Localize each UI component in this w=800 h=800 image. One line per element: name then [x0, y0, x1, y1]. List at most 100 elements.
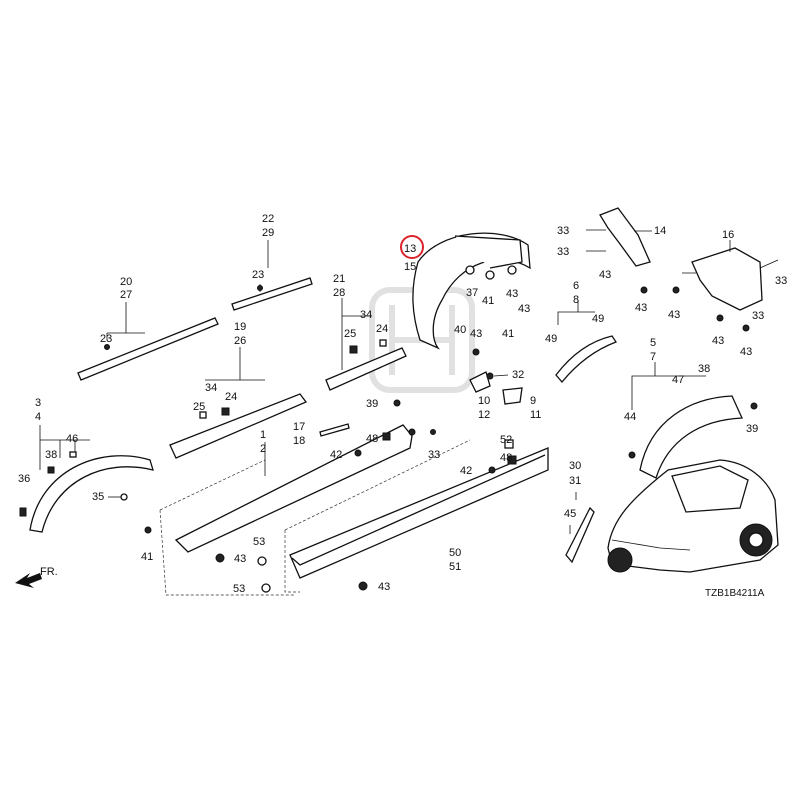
clip-39 — [393, 399, 401, 407]
callout-24a: 24 — [225, 391, 237, 403]
callout-14: 14 — [654, 225, 666, 237]
part-10-12-bracket[interactable] — [469, 371, 523, 405]
callout-19: 19 — [234, 321, 246, 333]
callout-34a: 34 — [205, 382, 217, 394]
callout-7: 7 — [650, 351, 656, 363]
callout-6: 6 — [573, 280, 579, 292]
callout-44: 44 — [624, 411, 636, 423]
callout-8: 8 — [573, 294, 579, 306]
front-arrow-label: FR. — [40, 566, 58, 578]
part-16-splash-guard-rear[interactable] — [682, 240, 779, 311]
clip-43 — [215, 553, 225, 563]
clip-43e — [472, 348, 480, 356]
callout-9: 9 — [530, 395, 536, 407]
diagram-code: TZB1B4211A — [705, 588, 765, 599]
part-21-28-garnish[interactable] — [325, 298, 407, 391]
callout-27: 27 — [120, 289, 132, 301]
part-19-26-garnish[interactable] — [169, 347, 308, 459]
callout-22: 22 — [262, 213, 274, 225]
callout-30: 30 — [569, 460, 581, 472]
callout-49b: 49 — [545, 333, 557, 345]
callout-49a: 49 — [592, 313, 604, 325]
callout-29: 29 — [262, 227, 274, 239]
front-arrow — [15, 573, 42, 588]
clip-53a — [257, 556, 267, 566]
callout-38a: 38 — [45, 449, 57, 461]
callout-42a: 42 — [330, 449, 342, 461]
callout-53b: 53 — [233, 583, 245, 595]
callout-43j: 43 — [740, 346, 752, 358]
callout-43d: 43 — [518, 303, 530, 315]
callout-20: 20 — [120, 276, 132, 288]
callout-37: 37 — [466, 287, 478, 299]
part-6-8-trim[interactable] — [555, 300, 617, 384]
callout-31: 31 — [569, 475, 581, 487]
callout-48a: 48 — [366, 433, 378, 445]
clip-43j — [742, 324, 750, 332]
callout-5: 5 — [650, 337, 656, 349]
callout-43f: 43 — [599, 269, 611, 281]
part-22-29-molding[interactable] — [231, 240, 313, 311]
callout-41a: 41 — [141, 551, 153, 563]
clip-42b — [488, 466, 496, 474]
callout-24b: 24 — [376, 323, 388, 335]
part-20-27-molding[interactable] — [77, 302, 219, 381]
callout-40: 40 — [454, 324, 466, 336]
callout-38b: 38 — [698, 363, 710, 375]
callout-1: 1 — [260, 429, 266, 441]
callout-13: 13 — [404, 243, 416, 255]
part-13-15-inner-fender[interactable] — [412, 232, 531, 350]
part-50-51-side-sill-lower[interactable] — [284, 439, 549, 593]
clip-53b — [261, 583, 271, 593]
part-5-7-rear-flare[interactable] — [628, 362, 758, 479]
callout-15: 15 — [404, 261, 416, 273]
callout-18: 18 — [293, 435, 305, 447]
callout-51: 51 — [449, 561, 461, 573]
part-3-4-fender-flare[interactable] — [19, 425, 154, 533]
callout-35: 35 — [92, 491, 104, 503]
part-30-31-strip[interactable] — [565, 492, 595, 564]
callout-43e: 43 — [470, 328, 482, 340]
callout-52: 52 — [500, 434, 512, 446]
clip-41 — [144, 526, 152, 534]
callout-23b: 23 — [252, 269, 264, 281]
callout-43i: 43 — [712, 335, 724, 347]
callout-48b: 48 — [500, 452, 512, 464]
part-1-2-side-sill[interactable] — [159, 424, 416, 596]
highlight-circle — [400, 235, 424, 259]
callout-36: 36 — [18, 473, 30, 485]
callout-25b: 25 — [344, 328, 356, 340]
clip-43i — [716, 314, 724, 322]
callout-26: 26 — [234, 335, 246, 347]
callout-43a: 43 — [234, 553, 246, 565]
callout-33c: 33 — [557, 246, 569, 258]
callout-4: 4 — [35, 411, 41, 423]
clip-43g — [640, 286, 648, 294]
vehicle-illustration — [607, 459, 779, 573]
callout-33e: 33 — [752, 310, 764, 322]
part-17-18-spacer[interactable] — [319, 423, 350, 437]
callout-17: 17 — [293, 421, 305, 433]
callout-39a: 39 — [366, 398, 378, 410]
clip-43b — [358, 581, 368, 591]
callout-43g: 43 — [635, 302, 647, 314]
callout-43b: 43 — [378, 581, 390, 593]
callout-47: 47 — [672, 374, 684, 386]
callout-39b: 39 — [746, 423, 758, 435]
callout-45: 45 — [564, 508, 576, 520]
callout-3: 3 — [35, 397, 41, 409]
callout-10: 10 — [478, 395, 490, 407]
callout-43c: 43 — [506, 288, 518, 300]
screw-33 — [430, 429, 436, 435]
callout-42b: 42 — [460, 465, 472, 477]
callout-33d: 33 — [775, 275, 787, 287]
callout-12: 12 — [478, 409, 490, 421]
callout-25a: 25 — [193, 401, 205, 413]
callout-11: 11 — [530, 409, 541, 421]
callout-33b: 33 — [557, 225, 569, 237]
clip-42 — [354, 449, 362, 457]
callout-2: 2 — [260, 443, 266, 455]
part-14-splash-guard[interactable] — [586, 207, 652, 267]
callout-16: 16 — [722, 229, 734, 241]
